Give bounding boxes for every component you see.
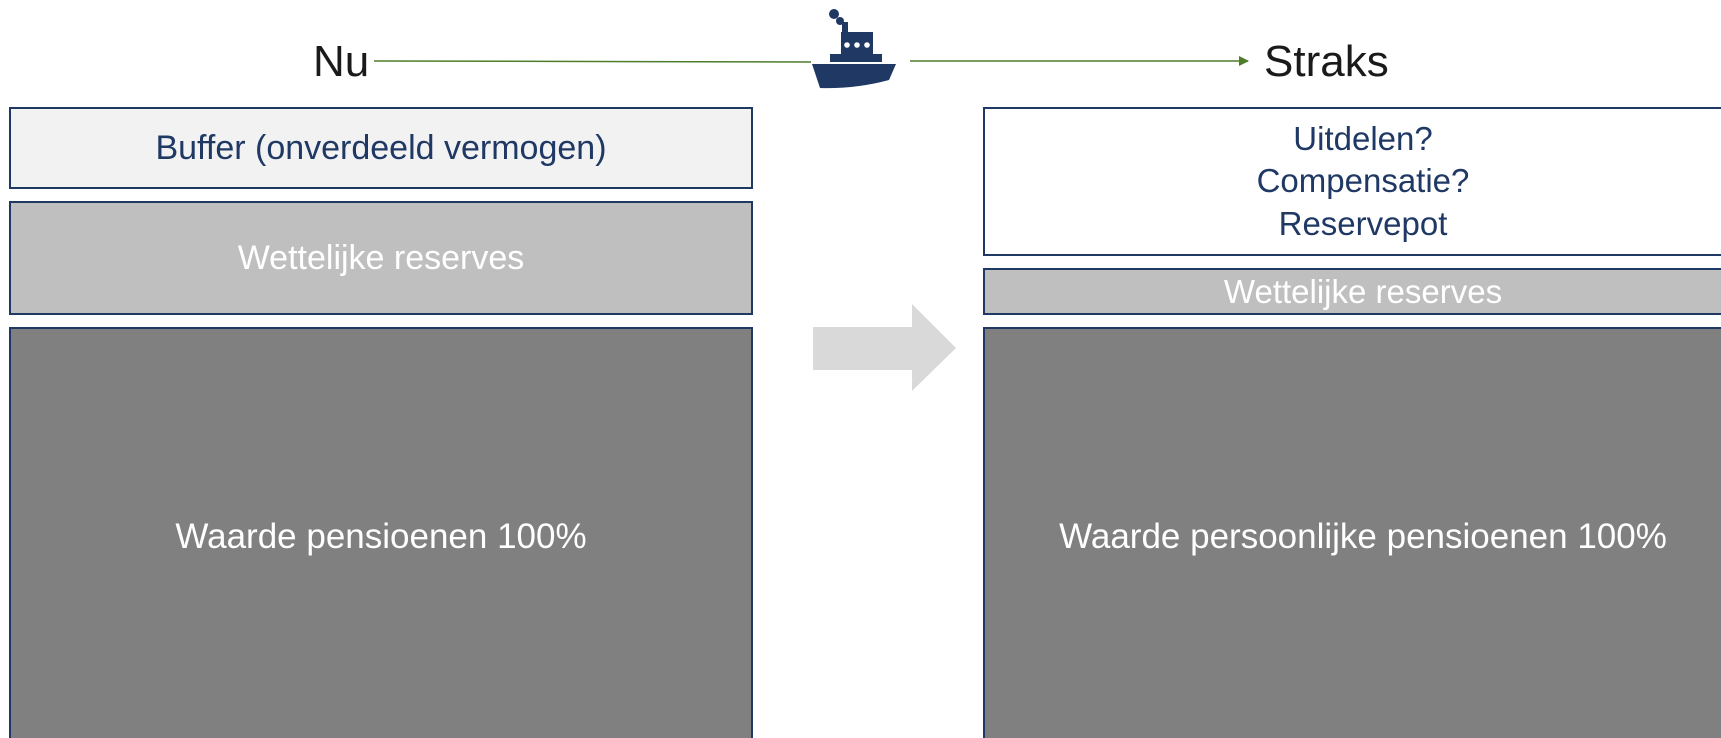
option-reserve-pot: Reservepot xyxy=(1278,204,1448,242)
option-distribute: Uitdelen? xyxy=(1293,120,1433,158)
pension-value-label-later: Waarde persoonlijke pensioenen 100% xyxy=(1059,517,1667,556)
buffer-label: Buffer (onverdeeld vermogen) xyxy=(155,128,607,167)
pension-value-box-now: Waarde pensioenen 100% xyxy=(9,327,753,738)
timeline-line-left xyxy=(373,60,812,63)
option-compensation: Compensatie? xyxy=(1256,162,1470,200)
arrow-right-icon xyxy=(813,304,956,391)
options-box: Uitdelen? Compensatie? Reservepot xyxy=(983,107,1721,256)
heading-later: Straks xyxy=(1264,37,1389,86)
reserves-label-later: Wettelijke reserves xyxy=(1223,272,1503,310)
reserves-box-now: Wettelijke reserves xyxy=(9,201,753,315)
ship-icon xyxy=(812,9,896,89)
buffer-box: Buffer (onverdeeld vermogen) xyxy=(9,107,753,189)
reserves-label-now: Wettelijke reserves xyxy=(237,238,525,277)
pension-value-label-now: Waarde pensioenen 100% xyxy=(175,517,587,556)
reserves-box-later: Wettelijke reserves xyxy=(983,268,1721,315)
heading-now: Nu xyxy=(313,37,370,86)
pension-value-box-later: Waarde persoonlijke pensioenen 100% xyxy=(983,327,1721,738)
